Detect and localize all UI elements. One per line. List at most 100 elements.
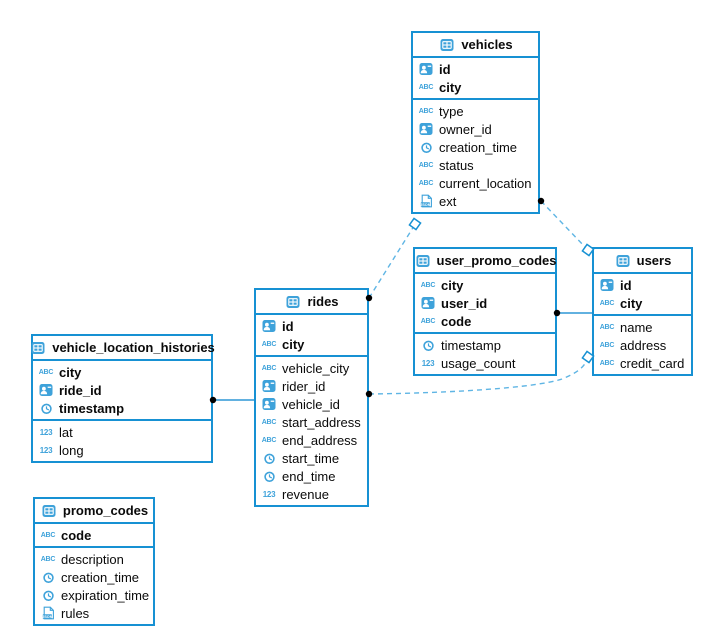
column-row[interactable]: ABC city bbox=[256, 335, 367, 353]
column-row[interactable]: timestamp bbox=[33, 399, 211, 417]
column-name: name bbox=[620, 319, 653, 335]
column-row[interactable]: JSON rules bbox=[35, 604, 153, 622]
table-name: promo_codes bbox=[62, 503, 149, 518]
connection-user_promo_codes-users bbox=[553, 309, 592, 317]
column-row[interactable]: ABC description bbox=[35, 550, 153, 568]
column-name: status bbox=[439, 157, 474, 173]
column-row[interactable]: creation_time bbox=[35, 568, 153, 586]
clock-icon bbox=[39, 588, 57, 602]
column-name: ext bbox=[439, 193, 457, 209]
column-row[interactable]: timestamp bbox=[415, 336, 555, 354]
column-row[interactable]: user_id bbox=[415, 294, 555, 312]
column-row[interactable]: ABC code bbox=[415, 312, 555, 330]
text-icon: ABC bbox=[261, 418, 277, 426]
column-name: vehicle_city bbox=[282, 360, 350, 376]
column-name: long bbox=[59, 442, 84, 458]
column-row[interactable]: ABC name bbox=[594, 318, 691, 336]
column-row[interactable]: ABC end_address bbox=[256, 431, 367, 449]
column-row[interactable]: creation_time bbox=[413, 138, 538, 156]
column-row[interactable]: 123 revenue bbox=[256, 485, 367, 503]
column-name: end_address bbox=[282, 432, 358, 448]
pk-section: id ABC city bbox=[594, 274, 691, 316]
column-row[interactable]: ABC code bbox=[35, 526, 153, 544]
column-row[interactable]: end_time bbox=[256, 467, 367, 485]
column-row[interactable]: 123 long bbox=[33, 441, 211, 459]
table-name: vehicle_location_histories bbox=[52, 340, 215, 355]
pk-section: id ABC city bbox=[413, 58, 538, 100]
table-icon bbox=[40, 504, 58, 518]
clock-icon bbox=[419, 338, 437, 352]
table-header[interactable]: user_promo_codes bbox=[415, 249, 556, 274]
table-vehicles[interactable]: vehicles id ABC city ABC type owner_id c… bbox=[411, 31, 540, 214]
number-icon: 123 bbox=[39, 445, 53, 455]
person-icon bbox=[260, 319, 278, 333]
text-icon: ABC bbox=[40, 531, 56, 539]
column-row[interactable]: ABC current_location bbox=[413, 174, 538, 192]
pk-section: ABC code bbox=[35, 524, 153, 548]
table-user_promo_codes[interactable]: user_promo_codes ABC city user_id ABC co… bbox=[413, 247, 557, 376]
column-row[interactable]: id bbox=[594, 276, 691, 294]
text-icon: ABC bbox=[599, 323, 615, 331]
column-name: timestamp bbox=[59, 400, 125, 416]
column-row[interactable]: rider_id bbox=[256, 377, 367, 395]
column-row[interactable]: ABC address bbox=[594, 336, 691, 354]
column-row[interactable]: ABC city bbox=[415, 276, 555, 294]
column-row[interactable]: 123 lat bbox=[33, 423, 211, 441]
table-rides[interactable]: rides id ABC city ABC vehicle_city rider… bbox=[254, 288, 369, 507]
column-name: current_location bbox=[439, 175, 532, 191]
column-name: rider_id bbox=[282, 378, 326, 394]
pk-section: ABC city user_id ABC code bbox=[415, 274, 555, 334]
text-icon: ABC bbox=[420, 317, 436, 325]
text-icon: ABC bbox=[261, 340, 277, 348]
column-name: city bbox=[439, 79, 462, 95]
person-icon bbox=[260, 379, 278, 393]
clock-icon bbox=[260, 469, 278, 483]
column-row[interactable]: ABC credit_card bbox=[594, 354, 691, 372]
number-icon: 123 bbox=[421, 358, 435, 368]
column-row[interactable]: ABC city bbox=[594, 294, 691, 312]
column-name: vehicle_id bbox=[282, 396, 340, 412]
table-users[interactable]: users id ABC city ABC name ABC address A… bbox=[592, 247, 693, 376]
table-header[interactable]: promo_codes bbox=[35, 499, 153, 524]
column-name: type bbox=[439, 103, 464, 119]
table-header[interactable]: vehicles bbox=[413, 33, 538, 58]
column-row[interactable]: ABC city bbox=[33, 363, 211, 381]
person-icon bbox=[260, 397, 278, 411]
column-name: code bbox=[61, 527, 92, 543]
table-icon bbox=[29, 341, 47, 355]
column-name: description bbox=[61, 551, 124, 567]
column-name: creation_time bbox=[61, 569, 140, 585]
column-row[interactable]: 123 usage_count bbox=[415, 354, 555, 372]
column-name: id bbox=[282, 318, 294, 334]
column-name: lat bbox=[59, 424, 73, 440]
pk-section: id ABC city bbox=[256, 315, 367, 357]
table-header[interactable]: rides bbox=[256, 290, 367, 315]
column-row[interactable]: JSON ext bbox=[413, 192, 538, 210]
column-row[interactable]: owner_id bbox=[413, 120, 538, 138]
column-section: ABC type owner_id creation_time ABC stat… bbox=[413, 100, 538, 212]
column-name: id bbox=[439, 61, 451, 77]
column-row[interactable]: ABC city bbox=[413, 78, 538, 96]
column-row[interactable]: vehicle_id bbox=[256, 395, 367, 413]
person-icon bbox=[417, 62, 435, 76]
column-row[interactable]: ABC start_address bbox=[256, 413, 367, 431]
text-icon: ABC bbox=[418, 179, 434, 187]
table-header[interactable]: users bbox=[594, 249, 691, 274]
table-promo_codes[interactable]: promo_codes ABC code ABC description cre… bbox=[33, 497, 155, 626]
column-row[interactable]: id bbox=[256, 317, 367, 335]
column-row[interactable]: start_time bbox=[256, 449, 367, 467]
clock-icon bbox=[260, 451, 278, 465]
text-icon: ABC bbox=[599, 359, 615, 367]
column-row[interactable]: ABC status bbox=[413, 156, 538, 174]
column-name: city bbox=[620, 295, 643, 311]
table-header[interactable]: vehicle_location_histories bbox=[31, 336, 215, 361]
column-row[interactable]: ABC type bbox=[413, 102, 538, 120]
column-row[interactable]: expiration_time bbox=[35, 586, 153, 604]
clock-icon bbox=[39, 570, 57, 584]
column-row[interactable]: ride_id bbox=[33, 381, 211, 399]
column-row[interactable]: ABC vehicle_city bbox=[256, 359, 367, 377]
json-icon: JSON bbox=[417, 194, 435, 208]
table-vehicle_location_histories[interactable]: vehicle_location_histories ABC city ride… bbox=[31, 334, 215, 463]
column-row[interactable]: id bbox=[413, 60, 538, 78]
